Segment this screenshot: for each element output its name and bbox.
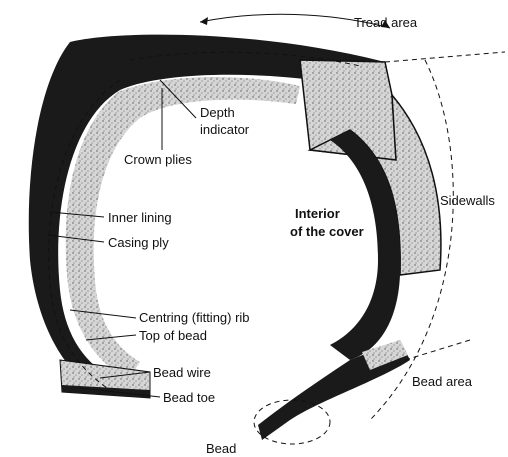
label-top-of-bead: Top of bead bbox=[139, 328, 207, 343]
label-sidewalls: Sidewalls bbox=[440, 193, 495, 208]
bead-area-extension bbox=[405, 340, 470, 360]
label-depth-indicator-line2: indicator bbox=[200, 122, 250, 137]
label-inner-lining: Inner lining bbox=[108, 210, 172, 225]
label-bead-area: Bead area bbox=[412, 374, 473, 389]
label-depth-indicator-line1: Depth bbox=[200, 105, 235, 120]
label-interior-line2: of the cover bbox=[290, 224, 364, 239]
label-casing-ply: Casing ply bbox=[108, 235, 169, 250]
label-crown-plies: Crown plies bbox=[124, 152, 192, 167]
label-bead-wire: Bead wire bbox=[153, 365, 211, 380]
label-bead-toe: Bead toe bbox=[163, 390, 215, 405]
sidewalls-extension bbox=[385, 52, 505, 62]
label-tread-area: Tread area bbox=[354, 15, 418, 30]
label-centring-rib: Centring (fitting) rib bbox=[139, 310, 250, 325]
label-interior-line1: Interior bbox=[295, 206, 340, 221]
tread-arrow-left bbox=[200, 17, 208, 25]
label-bead: Bead bbox=[206, 441, 236, 456]
